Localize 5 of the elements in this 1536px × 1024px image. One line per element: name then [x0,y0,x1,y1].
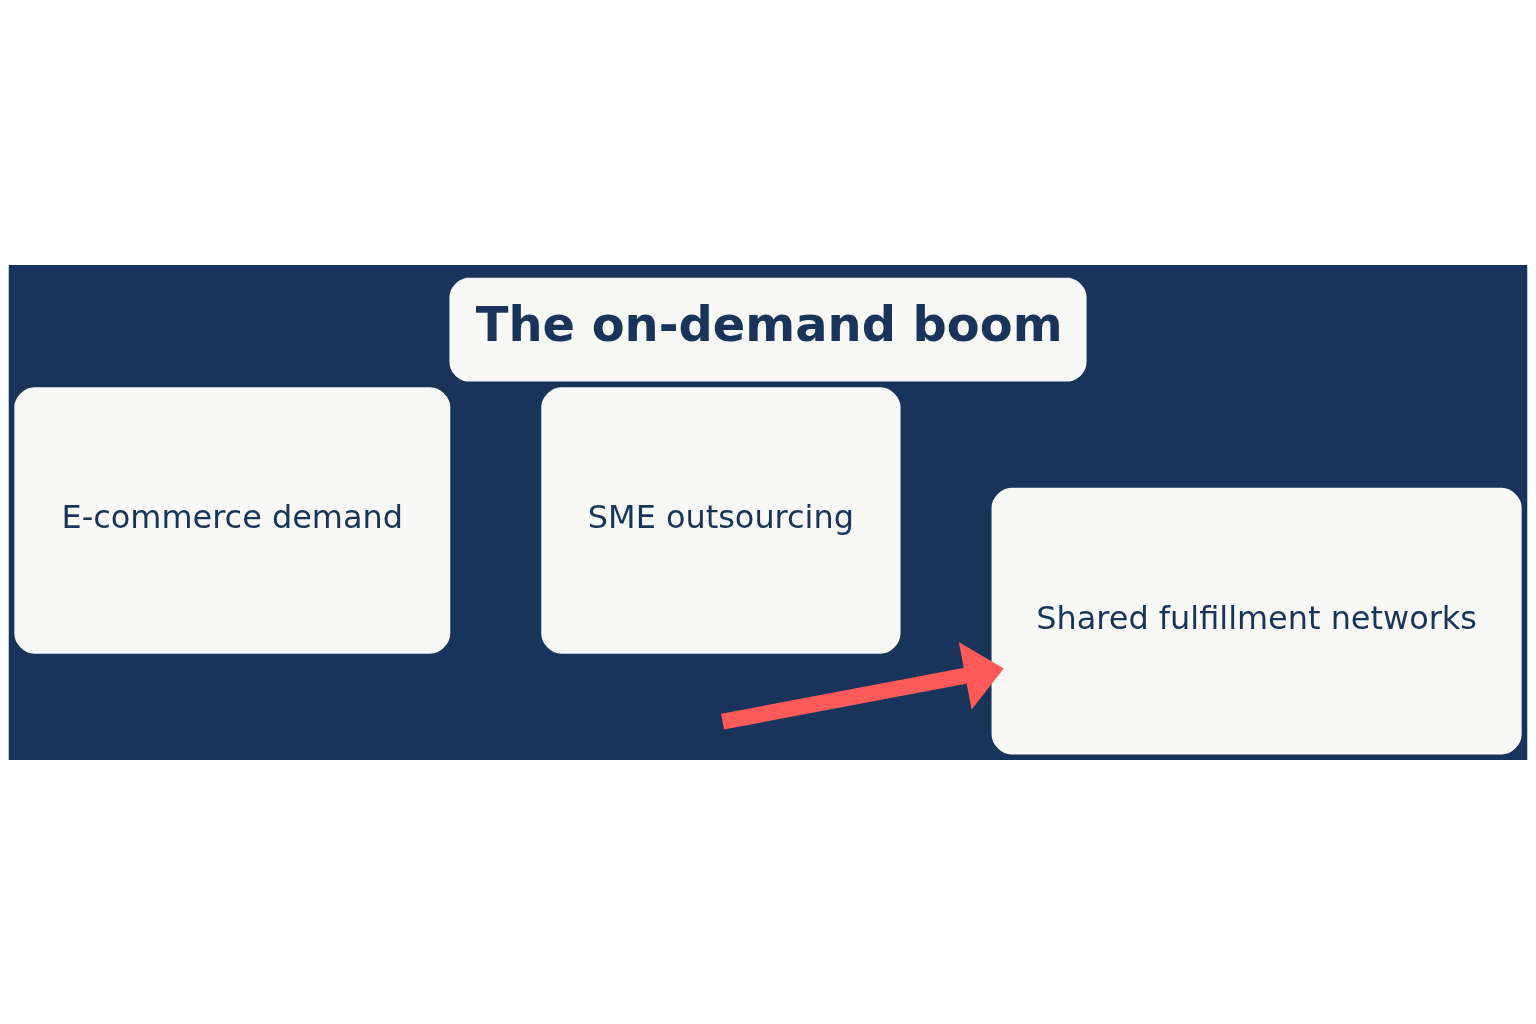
node-box: SME outsourcing [541,386,901,654]
diagram-title: The on-demand boom [475,296,1063,352]
arrow [721,641,1004,729]
node-box: E-commerce demand [14,386,451,654]
node-box: Shared fulfillment networks [991,487,1522,754]
